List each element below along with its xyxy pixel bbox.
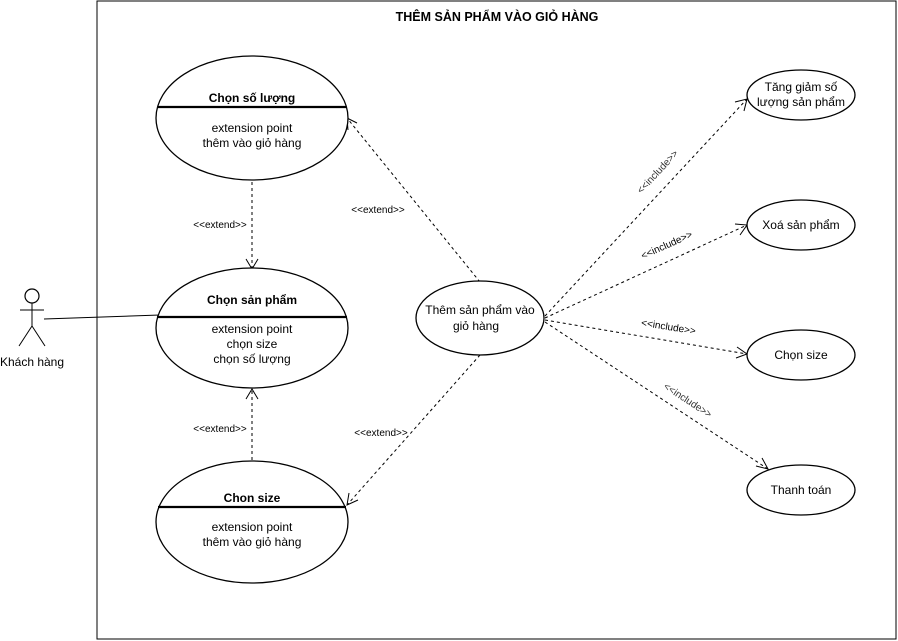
actor-head (24, 288, 40, 304)
use-case-chon-so-luong-name: Chọn số lượng (209, 91, 296, 105)
extend-them-san-pham-to-chon-so-luong[interactable] (346, 117, 481, 283)
use-case-thanh-toan[interactable]: Thanh toán (746, 464, 856, 516)
actor-right-leg (31, 325, 46, 347)
use-case-them-san-pham[interactable]: Thêm sản phẩm vào giỏ hàng (415, 280, 545, 356)
use-case-chon-size-ext-name: Chon size (224, 491, 281, 505)
include-label-1: <<include>> (635, 148, 681, 196)
association-actor-chon-san-pham[interactable] (43, 314, 161, 320)
extend-chon-so-luong-to-chon-san-pham[interactable] (245, 182, 259, 270)
extend-label-upper-diag: <<extend>> (351, 205, 405, 216)
use-case-tang-giam[interactable]: Tăng giảm số lượng sản phẩm (746, 69, 856, 121)
use-case-them-san-pham-line-1: Thêm sản phẩm vào (425, 303, 535, 317)
use-case-chon-size-ext-ext-2: thêm vào giỏ hàng (203, 535, 302, 549)
use-case-them-san-pham-line-2: giỏ hàng (453, 319, 499, 333)
include-label-2: <<include>> (640, 229, 695, 262)
use-case-thanh-toan-name: Thanh toán (771, 483, 832, 497)
use-case-chon-san-pham-ext-2: chọn size (227, 337, 278, 351)
use-case-chon-size[interactable]: Chọn size (746, 329, 856, 381)
extend-chon-size-to-chon-san-pham[interactable] (245, 388, 259, 460)
extend-label-bottom: <<extend>> (193, 424, 247, 435)
extend-label-lower-diag: <<extend>> (354, 428, 408, 439)
use-case-chon-san-pham[interactable]: Chọn sản phẩm extension point chọn size … (155, 267, 349, 389)
extend-them-san-pham-to-chon-size[interactable] (346, 354, 481, 506)
include-thanh-toan[interactable] (544, 321, 769, 470)
system-title: THÊM SẢN PHẨM VÀO GIỎ HÀNG (396, 9, 599, 24)
use-case-chon-so-luong-ext-1: extension point (212, 121, 293, 135)
use-case-tang-giam-line-1: Tăng giảm số (765, 80, 838, 94)
include-xoa-san-pham[interactable] (544, 223, 748, 319)
use-case-chon-size-name: Chọn size (774, 348, 828, 362)
system-boundary[interactable] (96, 0, 897, 640)
include-tang-giam[interactable] (544, 98, 748, 317)
use-case-chon-san-pham-ext-3: chọn số lượng (213, 352, 290, 366)
use-case-chon-so-luong[interactable]: Chọn số lượng extension point thêm vào g… (155, 55, 349, 181)
extend-label-top: <<extend>> (193, 220, 247, 231)
use-case-xoa-san-pham-name: Xoá sản phẩm (762, 218, 839, 232)
include-label-3: <<include>> (640, 318, 696, 338)
use-case-chon-san-pham-name: Chọn sản phẩm (207, 293, 297, 307)
use-case-tang-giam-line-2: lượng sản phẩm (757, 95, 845, 109)
actor-label: Khách hàng (0, 355, 64, 369)
use-case-xoa-san-pham[interactable]: Xoá sản phẩm (746, 199, 856, 251)
include-label-4: <<include>> (661, 381, 713, 420)
use-case-chon-san-pham-ext-1: extension point (212, 322, 293, 336)
use-case-chon-size-ext[interactable]: Chon size extension point thêm vào giỏ h… (155, 460, 349, 584)
actor-khach-hang[interactable]: Khách hàng (0, 288, 64, 369)
actor-left-leg (18, 325, 33, 347)
use-case-chon-so-luong-ext-2: thêm vào giỏ hàng (203, 136, 302, 150)
use-case-chon-size-ext-ext-1: extension point (212, 520, 293, 534)
